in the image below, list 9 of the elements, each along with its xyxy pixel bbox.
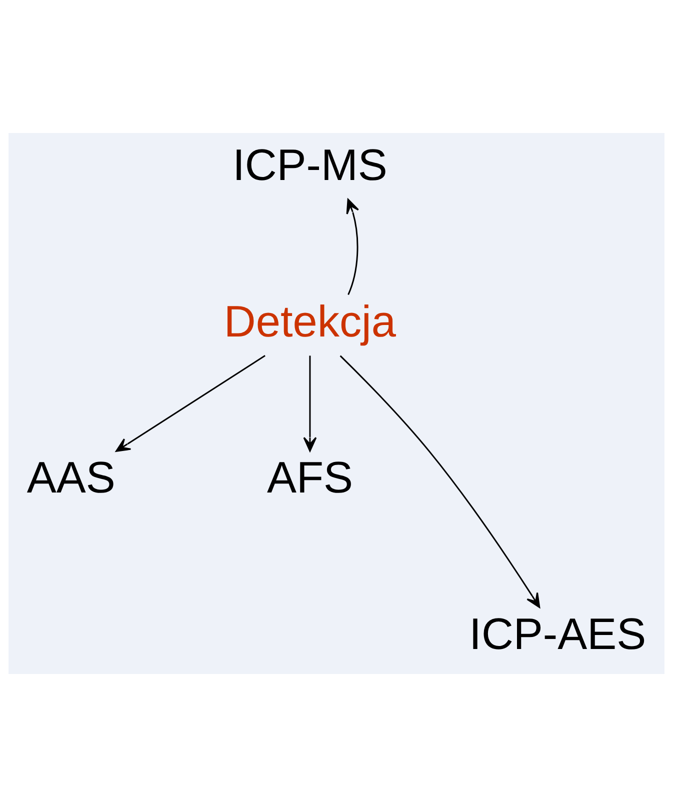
- arrow: [116, 355, 266, 452]
- node-text: Detekcja: [224, 297, 396, 346]
- arrow: [303, 356, 317, 452]
- node-text: ICP-AES: [469, 610, 646, 659]
- node-text: AFS: [266, 454, 353, 503]
- node-text: AAS: [26, 454, 116, 503]
- arrow: [346, 198, 359, 295]
- arrow: [340, 355, 540, 608]
- node-text: ICP-MS: [232, 141, 388, 190]
